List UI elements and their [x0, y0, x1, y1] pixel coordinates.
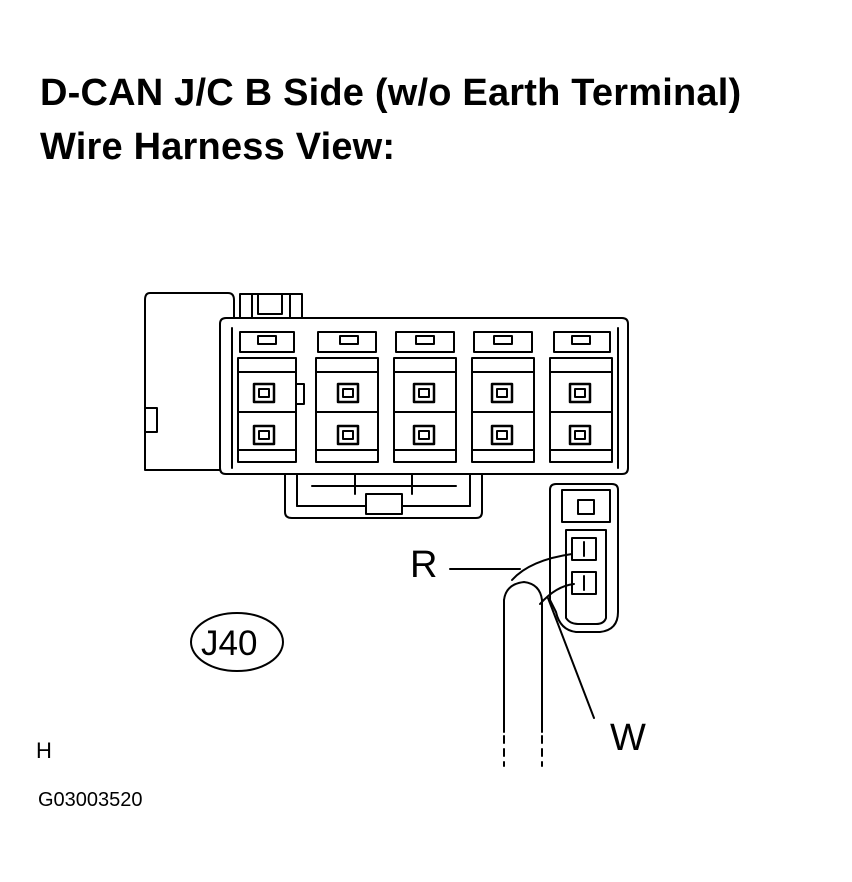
mating-connector	[549, 483, 619, 633]
connector-id-ellipse	[190, 612, 284, 672]
wire-harness	[503, 553, 575, 767]
cavity-column-3	[393, 331, 457, 463]
connector-id-label: J40	[201, 624, 258, 663]
connector-housing-left	[144, 292, 235, 471]
wire-label-r: R	[410, 544, 438, 586]
cavity-column-2	[315, 331, 379, 463]
leader-line-w	[547, 597, 595, 719]
connector-latch	[239, 293, 303, 319]
connector-bottom-tab	[284, 473, 483, 519]
cavity-column-5	[549, 331, 613, 463]
corner-mark: H	[36, 738, 52, 763]
diagram-title: D-CAN J/C B Side (w/o Earth Terminal)	[40, 72, 742, 114]
diagram-subtitle: Wire Harness View:	[40, 126, 396, 168]
wire-label-w: W	[610, 717, 646, 759]
figure-code: G03003520	[38, 789, 143, 811]
cavity-column-1	[237, 331, 305, 463]
cavity-column-4	[471, 331, 535, 463]
